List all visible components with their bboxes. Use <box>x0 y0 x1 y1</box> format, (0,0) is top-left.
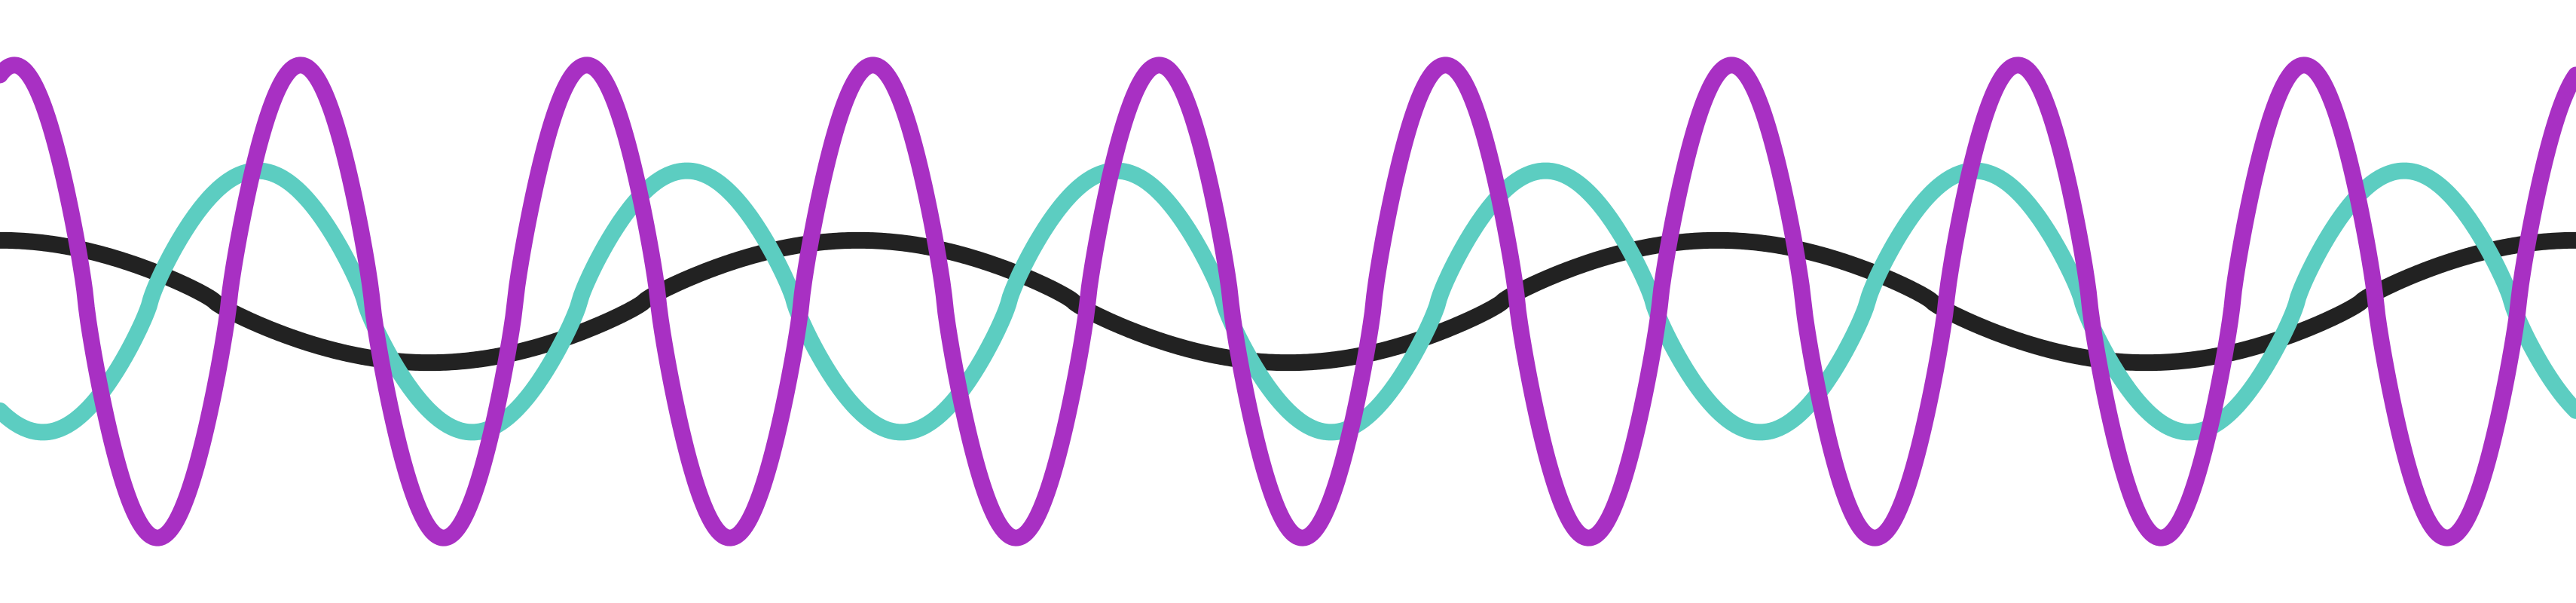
dark-slow-wave <box>0 231 2576 372</box>
teal-medium-wave <box>0 162 2576 441</box>
purple-fast-wave <box>0 57 2576 546</box>
